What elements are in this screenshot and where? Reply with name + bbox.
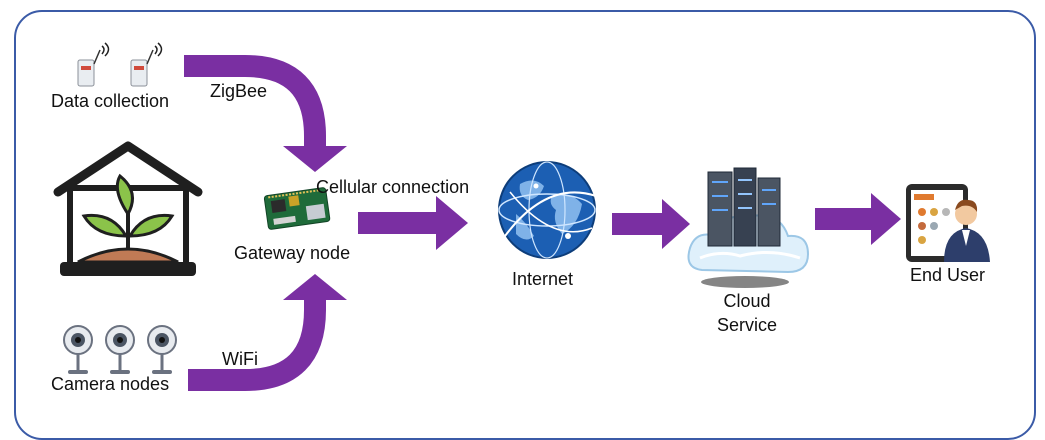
wireless-sensor-icon xyxy=(77,42,110,87)
gateway-node-label: Gateway node xyxy=(234,243,351,263)
internet-label: Internet xyxy=(512,269,574,289)
wifi-label: WiFi xyxy=(222,349,258,369)
data-collection-label: Data collection xyxy=(51,91,170,111)
end-user-label: End User xyxy=(910,265,986,285)
wifi-arrow xyxy=(188,274,347,391)
security-camera-icon xyxy=(63,325,93,374)
cellular-connection-label: Cellular connection xyxy=(316,177,470,197)
wireless-sensor-icon xyxy=(130,42,163,87)
flow-diagram xyxy=(53,42,990,391)
cloud-to-user-arrow xyxy=(815,193,901,245)
camera-nodes-label: Camera nodes xyxy=(51,374,170,394)
greenhouse-plant-icon xyxy=(53,141,203,276)
zigbee-label: ZigBee xyxy=(210,81,268,101)
raspberry-pi-board-icon xyxy=(263,187,331,230)
cloud-service-label-line2: Service xyxy=(716,315,778,335)
security-camera-icon xyxy=(147,325,177,374)
zigbee-arrow xyxy=(184,55,347,172)
cellular-arrow xyxy=(358,196,468,250)
cloud-service-label-line1: Cloud xyxy=(723,291,771,311)
security-camera-icon xyxy=(105,325,135,374)
globe-icon xyxy=(498,161,597,259)
tablet-user-icon xyxy=(906,184,990,262)
internet-to-cloud-arrow xyxy=(612,199,690,249)
cloud-server-icon xyxy=(687,167,810,288)
